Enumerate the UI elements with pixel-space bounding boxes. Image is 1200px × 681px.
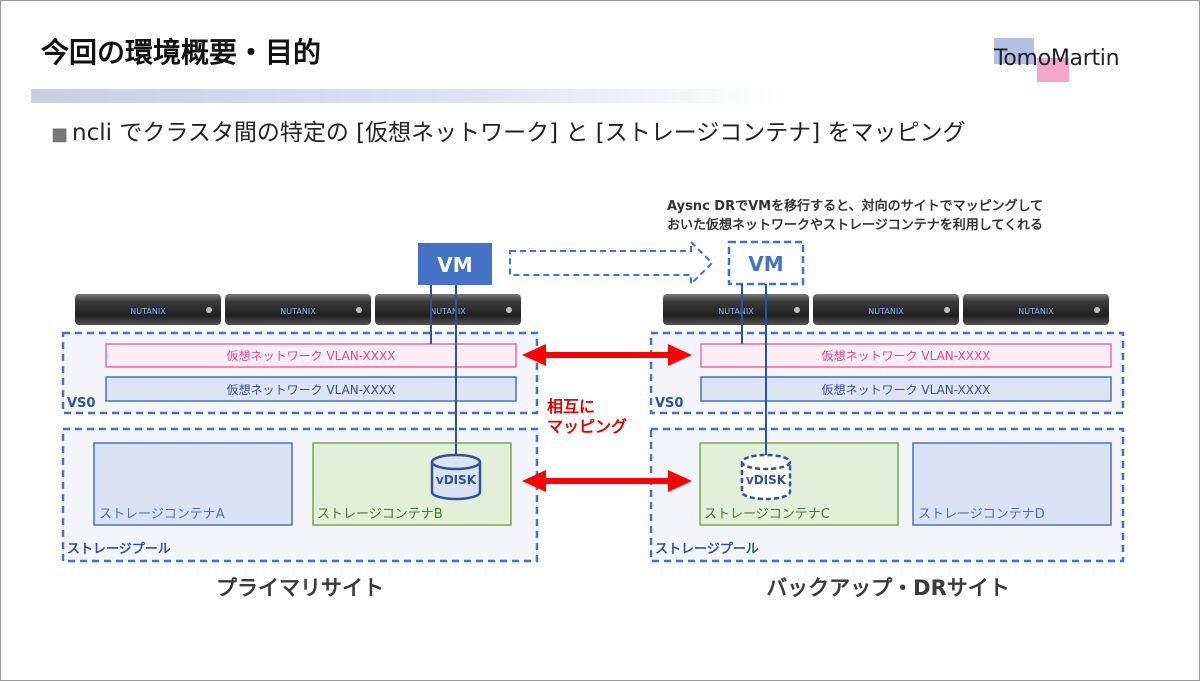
- server-brand: NUTANIX: [130, 307, 166, 316]
- migration-arrow: [509, 239, 714, 287]
- backup-network-blue: [700, 376, 1112, 402]
- logo-block-pink: [1037, 58, 1069, 82]
- primary-vdisk-icon: vDISK: [430, 453, 482, 501]
- migration-note: Aysnc DRでVMを移行すると、対向のサイトでマッピングして おいた仮想ネッ…: [667, 197, 1127, 235]
- primary-network-pink: [105, 343, 517, 368]
- primary-container-a: [93, 442, 293, 526]
- backup-network-pink-label: 仮想ネットワーク VLAN-XXXX: [822, 348, 991, 363]
- network-mapping-arrow: [522, 344, 692, 366]
- primary-container-b-label: ストレージコンテナB: [317, 507, 443, 522]
- primary-pool-label: ストレージプール: [67, 542, 171, 557]
- backup-server-1: NUTANIX: [663, 294, 809, 325]
- logo-text: TomoMartin: [994, 46, 1120, 71]
- backup-vdisk-icon: vDISK: [740, 453, 792, 501]
- backup-container-c: [699, 442, 899, 526]
- primary-vm: VM: [418, 243, 492, 285]
- backup-servers: NUTANIX NUTANIX NUTANIX: [663, 294, 1109, 325]
- backup-server-3: NUTANIX: [963, 294, 1109, 325]
- backup-container-d-label: ストレージコンテナD: [918, 507, 1045, 522]
- primary-network-blue-label: 仮想ネットワーク VLAN-XXXX: [227, 382, 396, 397]
- page-title: 今回の環境概要・目的: [41, 36, 322, 69]
- primary-vs0-label: VS0: [67, 396, 95, 411]
- backup-vm-box: [727, 240, 805, 286]
- server-brand: NUTANIX: [280, 307, 316, 316]
- mapping-label-line2: マッピング: [547, 417, 627, 436]
- backup-container-d: [912, 442, 1112, 526]
- logo: TomoMartin: [994, 38, 1144, 83]
- primary-vm-box: [418, 243, 492, 285]
- server-brand: NUTANIX: [1018, 307, 1054, 316]
- note-line-2: おいた仮想ネットワークやストレージコンテナを利用してくれる: [667, 218, 1043, 233]
- primary-vdisk-label: vDISK: [436, 473, 477, 487]
- subtitle: ■ncli でクラスタ間の特定の [仮想ネットワーク] と [ストレージコンテナ…: [51, 113, 966, 147]
- bullet-square-icon: ■: [51, 124, 69, 145]
- title-underline-bar: [31, 89, 791, 103]
- primary-server-3: NUTANIX: [375, 294, 521, 325]
- primary-servers: NUTANIX NUTANIX NUTANIX: [75, 294, 521, 325]
- backup-site-label: バックアップ・DRサイト: [766, 576, 1010, 600]
- backup-vm: VM: [727, 240, 805, 286]
- server-brand: NUTANIX: [868, 307, 904, 316]
- primary-network-pink-label: 仮想ネットワーク VLAN-XXXX: [227, 348, 396, 363]
- server-brand: NUTANIX: [430, 307, 466, 316]
- storage-mapping-arrow: [522, 470, 692, 492]
- primary-container-a-label: ストレージコンテナA: [99, 507, 225, 522]
- primary-server-2: NUTANIX: [225, 294, 371, 325]
- backup-vs0-label: VS0: [655, 396, 683, 411]
- primary-network-blue: [105, 376, 517, 402]
- note-line-1: Aysnc DRでVMを移行すると、対向のサイトでマッピングして: [667, 199, 1044, 214]
- backup-network-pink: [700, 343, 1112, 368]
- mapping-label-line1: 相互に: [547, 397, 595, 416]
- primary-site-label: プライマリサイト: [216, 576, 384, 600]
- subtitle-text: ncli でクラスタ間の特定の [仮想ネットワーク] と [ストレージコンテナ]…: [72, 120, 966, 146]
- primary-server-1: NUTANIX: [75, 294, 221, 325]
- backup-container-c-label: ストレージコンテナC: [704, 507, 830, 522]
- backup-server-2: NUTANIX: [813, 294, 959, 325]
- backup-vdisk-label: vDISK: [746, 473, 787, 487]
- backup-vm-label: VM: [748, 252, 783, 276]
- logo-block-blue: [994, 38, 1034, 64]
- backup-network-blue-label: 仮想ネットワーク VLAN-XXXX: [822, 382, 991, 397]
- server-brand: NUTANIX: [718, 307, 754, 316]
- backup-pool-label: ストレージプール: [655, 542, 759, 557]
- primary-vm-label: VM: [437, 253, 472, 277]
